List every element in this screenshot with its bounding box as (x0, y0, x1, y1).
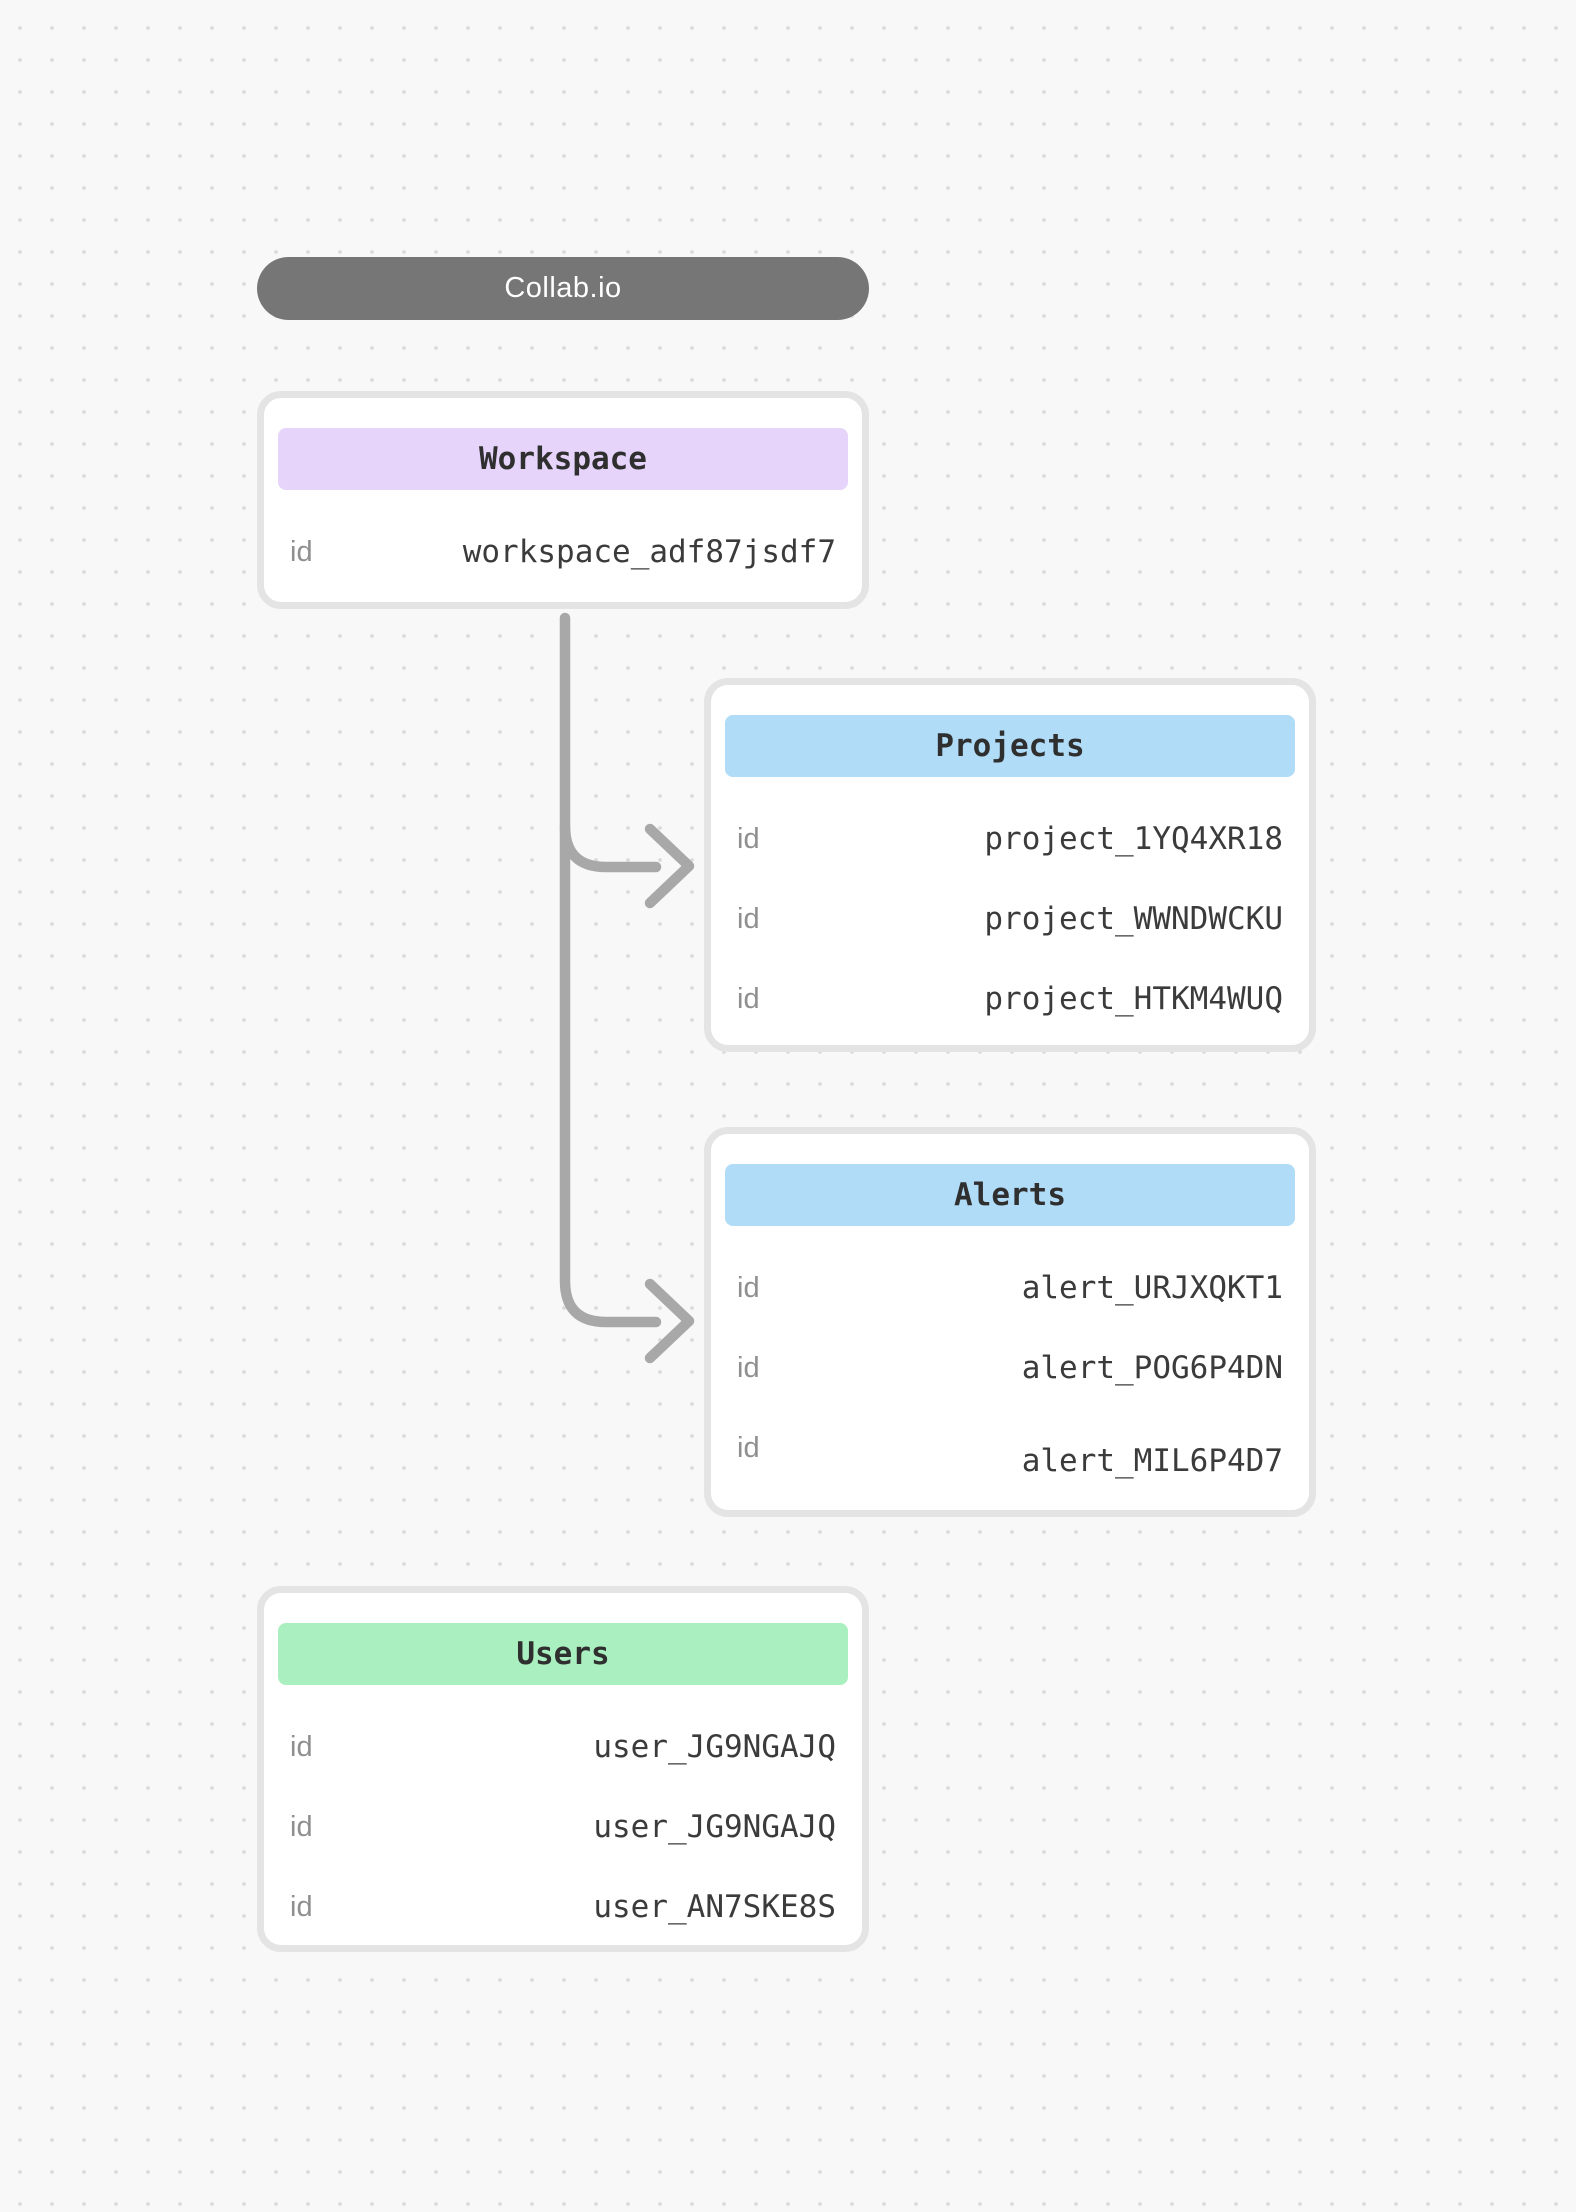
row-key: id (737, 822, 760, 855)
table-row: id alert_MIL6P4D7 (737, 1430, 1283, 1480)
row-value: user_JG9NGAJQ (593, 1729, 836, 1765)
table-row: id project_1YQ4XR18 (737, 821, 1283, 857)
table-row: id project_WWNDWCKU (737, 901, 1283, 937)
row-key: id (290, 1810, 313, 1843)
table-row: id alert_POG6P4DN (737, 1350, 1283, 1386)
node-workspace-header: Workspace (278, 428, 848, 490)
table-row: id user_JG9NGAJQ (290, 1729, 836, 1765)
node-alerts-header: Alerts (725, 1164, 1295, 1226)
node-users-title: Users (516, 1636, 610, 1672)
table-row: id workspace_adf87jsdf7 (290, 534, 836, 570)
table-row: id project_HTKM4WUQ (737, 981, 1283, 1017)
row-key: id (290, 1890, 313, 1923)
node-projects-header: Projects (725, 715, 1295, 777)
row-key: id (737, 1431, 760, 1464)
row-value: project_WWNDWCKU (984, 901, 1283, 937)
row-key: id (290, 1730, 313, 1763)
diagram-title-pill[interactable]: Collab.io (257, 257, 869, 320)
row-key: id (737, 1271, 760, 1304)
table-row: id alert_URJXQKT1 (737, 1270, 1283, 1306)
row-value: alert_MIL6P4D7 (1021, 1443, 1283, 1479)
diagram-title: Collab.io (504, 272, 622, 304)
row-value: alert_POG6P4DN (1021, 1350, 1283, 1386)
connector-branch-to-projects (559, 820, 662, 873)
node-projects[interactable]: Projects id project_1YQ4XR18 id project_… (704, 678, 1316, 1052)
node-alerts[interactable]: Alerts id alert_URJXQKT1 id alert_POG6P4… (704, 1127, 1316, 1517)
node-workspace[interactable]: Workspace id workspace_adf87jsdf7 (257, 391, 869, 609)
row-value: user_AN7SKE8S (593, 1889, 836, 1925)
row-key: id (290, 535, 313, 568)
connector-workspace-to-alerts (559, 612, 662, 1328)
arrowhead-alerts-icon (644, 1278, 695, 1364)
row-value: project_1YQ4XR18 (984, 821, 1283, 857)
row-value: project_HTKM4WUQ (984, 981, 1283, 1017)
row-value: alert_URJXQKT1 (1021, 1270, 1283, 1306)
node-workspace-title: Workspace (479, 441, 647, 477)
row-value: user_JG9NGAJQ (593, 1809, 836, 1845)
node-alerts-title: Alerts (954, 1177, 1066, 1213)
table-row: id user_AN7SKE8S (290, 1889, 836, 1925)
row-key: id (737, 902, 760, 935)
node-users[interactable]: Users id user_JG9NGAJQ id user_JG9NGAJQ … (257, 1586, 869, 1952)
row-value: workspace_adf87jsdf7 (462, 534, 836, 570)
row-key: id (737, 1351, 760, 1384)
row-key: id (737, 982, 760, 1015)
table-row: id user_JG9NGAJQ (290, 1809, 836, 1845)
arrowhead-projects-icon (644, 823, 695, 909)
node-projects-title: Projects (935, 728, 1085, 764)
node-users-header: Users (278, 1623, 848, 1685)
